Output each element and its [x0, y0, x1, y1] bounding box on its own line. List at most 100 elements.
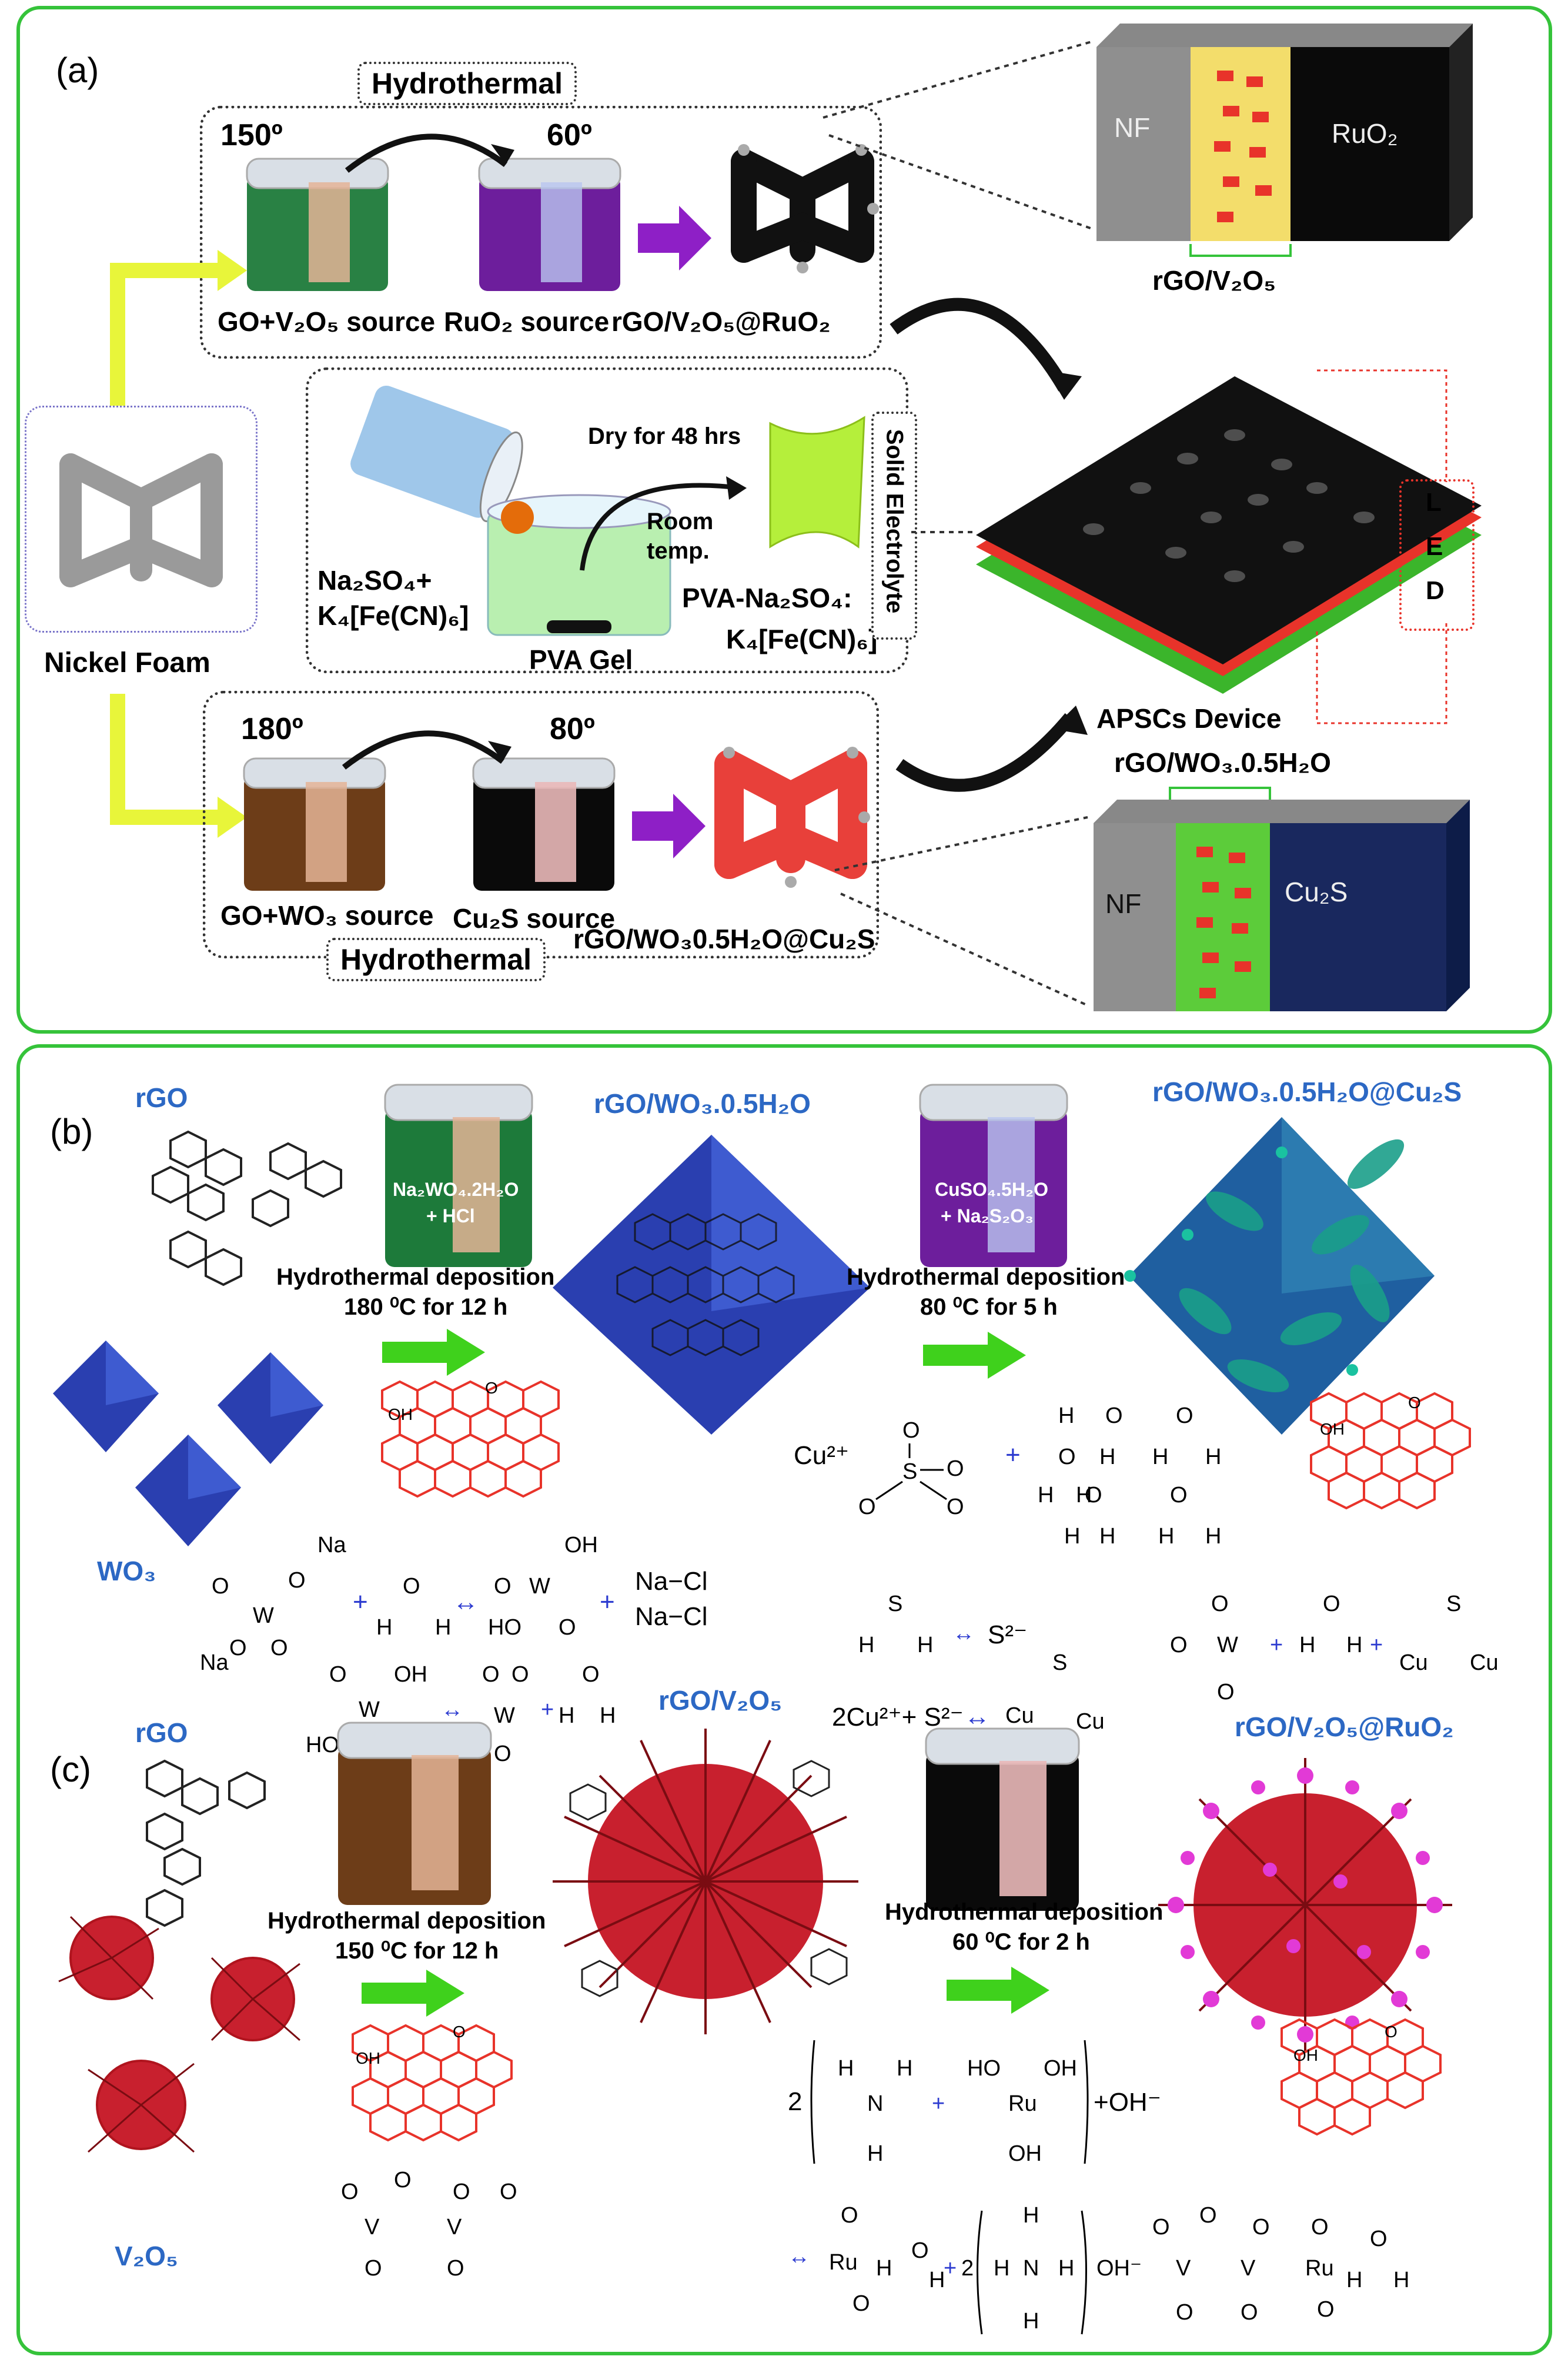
panel-c-step2-title: Hydrothermal deposition	[885, 1899, 1164, 1925]
svg-text:H: H	[1393, 2268, 1409, 2292]
panel-b-o-1: O	[485, 1379, 498, 1397]
bracket-bottom	[1169, 787, 1271, 800]
green-arrow-c1-icon	[362, 1970, 464, 2017]
led-box	[1399, 479, 1475, 631]
svg-text:W: W	[253, 1603, 274, 1628]
panel-b-plus-1: +	[1005, 1440, 1021, 1469]
svg-text:H: H	[876, 2256, 892, 2281]
rgo-v2o5-ruo2-label: rGO/V₂O₅@RuO₂	[611, 306, 831, 337]
yellow-arrow-down-icon	[110, 694, 247, 838]
curved-arrow-top-icon	[345, 133, 514, 173]
panel-b-oh-1: OH	[388, 1405, 413, 1423]
room-label: Room	[647, 509, 714, 534]
solid-electrolyte-tag: Solid Electrolyte	[871, 412, 917, 640]
svg-text:O: O	[329, 1662, 347, 1687]
svg-text:H: H	[1099, 1524, 1115, 1549]
temp-180: 180º	[241, 712, 303, 746]
svg-text:O: O	[1323, 1592, 1340, 1616]
svg-text:H: H	[1299, 1633, 1315, 1657]
beaker-b2-text1: CuSO₄.5H₂O	[935, 1179, 1049, 1200]
panel-c-label: (c)	[50, 1750, 91, 1789]
svg-text:2: 2	[961, 2256, 974, 2281]
solid-electrolyte-text: Solid Electrolyte	[881, 429, 908, 614]
panel-b-arrow-1: ↔	[453, 1587, 479, 1616]
panel-c-v2o5: V₂O₅	[115, 2241, 178, 2271]
nf-bottom: NF	[1105, 888, 1142, 919]
svg-text:O: O	[1170, 1633, 1188, 1657]
svg-text:O: O	[582, 1662, 600, 1687]
temp-80: 80º	[550, 712, 595, 746]
svg-text:Ru: Ru	[829, 2250, 858, 2275]
rgo-wo3-label: rGO/WO₃.0.5H₂O	[1114, 747, 1331, 778]
panel-b-label: (b)	[50, 1112, 93, 1151]
svg-text:O: O	[947, 1495, 964, 1519]
svg-text:O: O	[1199, 2203, 1217, 2228]
panel-c-product1: rGO/V₂O₅	[658, 1685, 783, 1716]
panel-b-step1-cond: 180 ⁰C for 12 h	[344, 1294, 508, 1320]
dry-label: Dry for 48 hrs	[588, 423, 741, 449]
panel-b-cu2plus: Cu²⁺	[794, 1441, 850, 1470]
svg-text:O: O	[947, 1456, 964, 1481]
bracket-top	[1189, 244, 1292, 257]
svg-text:O: O	[1058, 1445, 1076, 1469]
apsc-device	[976, 376, 1482, 694]
svg-text:O: O	[447, 2256, 464, 2281]
panel-b-o-2: O	[1408, 1393, 1421, 1412]
beaker-b1	[384, 1084, 533, 1267]
svg-text:OH: OH	[1008, 2141, 1042, 2166]
svg-text:H: H	[994, 2256, 1009, 2281]
panel-c-step1-title: Hydrothermal deposition	[268, 1908, 546, 1934]
panel-c-o-1: O	[453, 2023, 466, 2041]
svg-text:H: H	[559, 1703, 574, 1728]
svg-text:+: +	[1270, 1633, 1283, 1657]
svg-text:H: H	[1023, 2309, 1039, 2334]
svg-text:H: H	[1152, 1445, 1168, 1469]
svg-text:O: O	[212, 1574, 229, 1599]
svg-text:HO: HO	[488, 1615, 521, 1640]
svg-text:O: O	[365, 2256, 382, 2281]
svg-text:O: O	[1370, 2227, 1388, 2251]
svg-text:OH: OH	[394, 1662, 427, 1687]
panel-b-step2-cond: 80 ⁰C for 5 h	[920, 1294, 1058, 1320]
svg-text:O: O	[229, 1636, 247, 1660]
svg-text:H: H	[1076, 1483, 1092, 1508]
svg-text:H: H	[1064, 1524, 1080, 1549]
svg-text:O: O	[288, 1568, 306, 1593]
red-foam-structure	[714, 747, 870, 888]
svg-text:O: O	[341, 2180, 359, 2204]
svg-text:O: O	[500, 2180, 517, 2204]
svg-text:N: N	[867, 2091, 883, 2116]
svg-text:H: H	[917, 1633, 933, 1657]
svg-text:+: +	[541, 1697, 554, 1722]
svg-text:O: O	[559, 1615, 576, 1640]
red-graphene-b2	[1310, 1392, 1471, 1510]
svg-text:O: O	[1252, 2215, 1270, 2240]
svg-text:O: O	[841, 2203, 858, 2228]
svg-text:V: V	[1176, 2256, 1191, 2281]
svg-text:+: +	[932, 2091, 945, 2116]
beaker-b1-text2: + HCl	[426, 1205, 475, 1226]
svg-text:↔: ↔	[441, 1697, 463, 1722]
panel-c-step2-cond: 60 ⁰C for 2 h	[952, 1929, 1090, 1955]
temp-label: temp.	[647, 538, 710, 564]
svg-text:OH⁻: OH⁻	[1096, 2256, 1142, 2281]
svg-text:O: O	[1217, 1680, 1235, 1704]
curved-arrow-bottom-icon	[342, 730, 511, 770]
panel-c-rgo: rGO	[135, 1717, 188, 1748]
wo3-octahedra	[53, 1341, 323, 1546]
panel-b-rgo: rGO	[135, 1082, 188, 1113]
svg-text:H: H	[1205, 1445, 1221, 1469]
v2o5-ruo2-urchin	[1158, 1758, 1452, 2052]
svg-text:H: H	[1038, 1483, 1054, 1508]
svg-text:O: O	[453, 2180, 470, 2204]
svg-text:H: H	[376, 1615, 392, 1640]
panel-c-oh-2: OH	[1293, 2046, 1318, 2064]
cu2s-block-label: Cu₂S	[1285, 877, 1348, 907]
svg-text:O: O	[1176, 2300, 1193, 2325]
svg-text:H: H	[435, 1615, 451, 1640]
callout-lines-top	[823, 40, 1094, 230]
